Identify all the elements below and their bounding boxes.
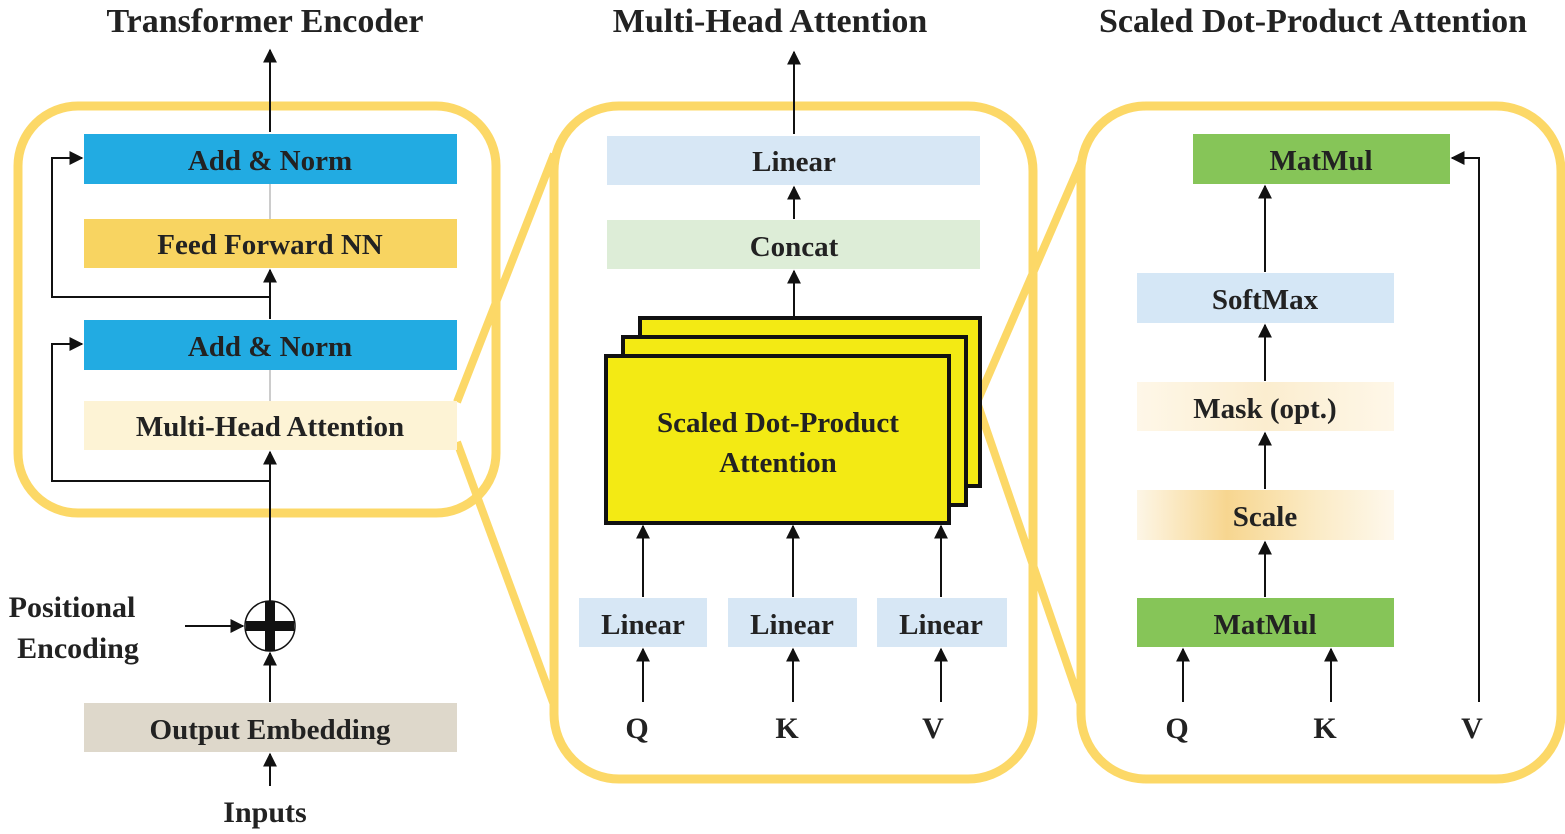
mha-title: Multi-Head Attention	[613, 3, 928, 40]
positional-encoding-label-2: Encoding	[17, 632, 139, 665]
linear-q-box	[579, 598, 707, 647]
sdpa-q-label: Q	[1165, 712, 1188, 745]
residual-connection-top	[51, 151, 270, 298]
output-embedding-box	[84, 703, 457, 752]
mha-v-label: V	[922, 712, 944, 745]
concat-box	[607, 220, 980, 269]
inputs-label: Inputs	[223, 796, 306, 829]
sdpa-v-arrow	[1450, 151, 1480, 702]
linear-v-label: Linear	[899, 609, 983, 641]
linear-k-box	[728, 598, 857, 647]
multi-head-attention-box	[84, 401, 457, 450]
sdpa-k-label: K	[1313, 712, 1337, 745]
sdpa-v-label: V	[1461, 712, 1483, 745]
add-norm-bottom-box	[84, 320, 457, 370]
softmax-box	[1137, 273, 1394, 323]
matmul-top-box	[1193, 134, 1450, 184]
output-embedding-label: Output Embedding	[150, 714, 391, 746]
softmax-label: SoftMax	[1212, 284, 1319, 316]
add-norm-top-box	[84, 134, 457, 184]
multi-head-attention-label: Multi-Head Attention	[136, 411, 404, 443]
positional-encoding-label-1: Positional	[9, 591, 136, 624]
zoom-connector	[453, 440, 558, 707]
linear-top-label: Linear	[752, 146, 836, 178]
linear-q-label: Linear	[601, 609, 685, 641]
linear-top-box	[607, 136, 980, 185]
add-norm-bottom-label: Add & Norm	[188, 331, 352, 363]
feed-forward-label: Feed Forward NN	[157, 229, 383, 261]
sdpa-title: Scaled Dot-Product Attention	[1099, 3, 1527, 40]
matmul-bottom-box	[1137, 598, 1394, 647]
mha-q-label: Q	[625, 712, 648, 745]
linear-v-box	[877, 598, 1007, 647]
linear-k-label: Linear	[750, 609, 834, 641]
matmul-top-label: MatMul	[1269, 145, 1372, 177]
residual-connection-bottom	[51, 337, 270, 482]
sdpa-frame	[1076, 101, 1565, 784]
matmul-bottom-label: MatMul	[1213, 609, 1316, 641]
zoom-connector	[973, 160, 1085, 404]
sdpa-head-label-2: Attention	[719, 447, 837, 479]
plus-vertical	[265, 601, 275, 651]
feed-forward-box	[84, 219, 457, 268]
mask-label: Mask (opt.)	[1193, 393, 1336, 425]
add-norm-top-label: Add & Norm	[188, 145, 352, 177]
scale-label: Scale	[1233, 501, 1298, 533]
mask-box	[1137, 382, 1394, 431]
scale-box	[1137, 490, 1394, 540]
encoder-title: Transformer Encoder	[107, 3, 424, 40]
zoom-connector	[973, 400, 1085, 707]
sdpa-head-label-1: Scaled Dot-Product	[657, 407, 899, 439]
zoom-connector	[453, 152, 558, 404]
attention-head-front	[604, 354, 951, 525]
concat-label: Concat	[750, 231, 839, 263]
mha-k-label: K	[775, 712, 799, 745]
